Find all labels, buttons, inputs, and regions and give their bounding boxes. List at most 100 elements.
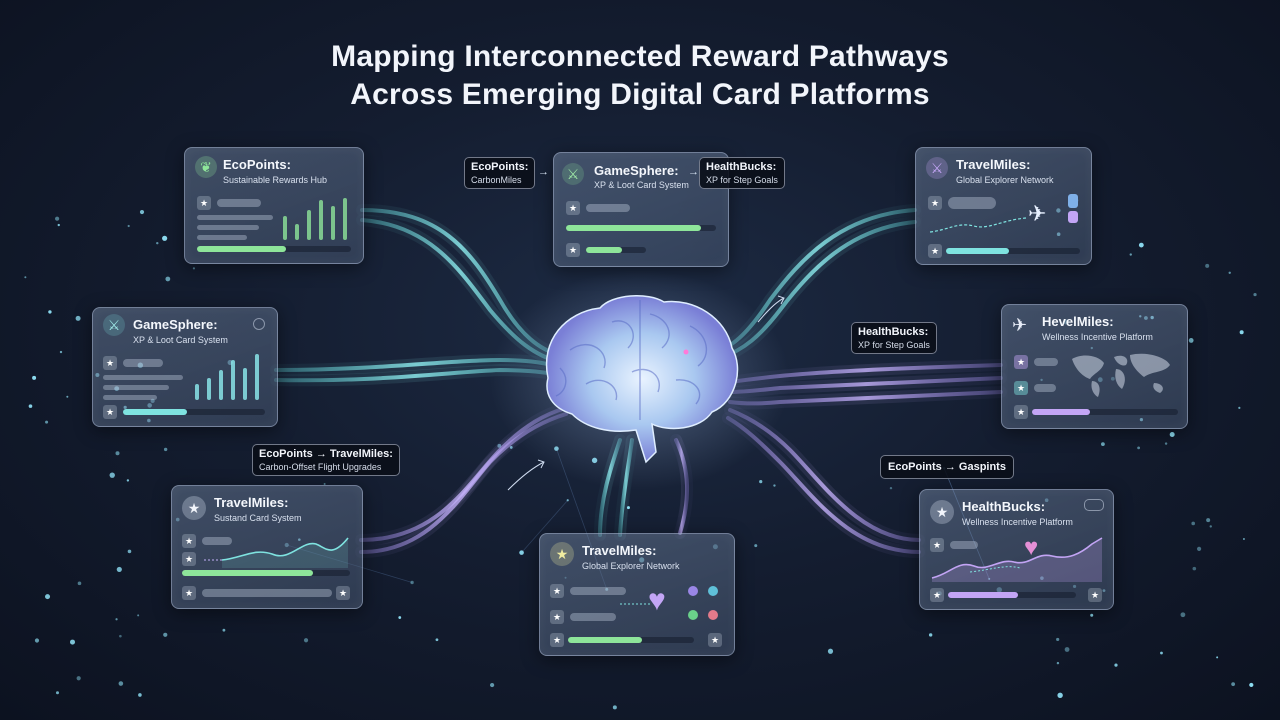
tag-title: EcoPoints:: [471, 161, 529, 173]
placeholder-pill: [570, 613, 616, 621]
card-subtitle: Sustand Card System: [214, 513, 302, 523]
plane-icon: ✈: [1012, 315, 1028, 335]
network-node: [1064, 647, 1070, 652]
heart-icon: ♥: [648, 584, 666, 617]
toggle-icon: [1084, 499, 1104, 511]
network-node: [490, 682, 495, 688]
secondary-bar: [586, 247, 646, 253]
network-node: [566, 499, 569, 502]
star-icon: ★: [550, 584, 564, 598]
star-icon: ★: [1014, 355, 1028, 369]
card-title: HealthBucks:: [962, 499, 1046, 514]
network-node: [1242, 537, 1245, 540]
network-node: [127, 549, 132, 554]
network-node: [45, 594, 51, 600]
network-node: [55, 691, 59, 695]
network-node: [138, 693, 142, 697]
star-icon: ★: [182, 534, 196, 548]
toggle-icon: [1068, 211, 1078, 223]
network-node: [1191, 521, 1196, 526]
star-icon: ★: [336, 586, 350, 600]
star-icon: ★: [930, 500, 954, 524]
arrow-right-icon: →: [538, 166, 549, 178]
tag-healthbucks-top[interactable]: HealthBucks: XP for Step Goals: [699, 157, 785, 189]
tag-ecopoints-gaspints[interactable]: EcoPoints → Gaspints: [880, 455, 1014, 479]
card-healthbucks[interactable]: ★ HealthBucks: Wellness Incentive Platfo…: [919, 489, 1114, 610]
network-node: [109, 472, 115, 478]
network-node: [928, 633, 933, 637]
network-node: [435, 638, 439, 642]
tag-subtitle: XP for Step Goals: [706, 175, 778, 185]
network-node: [127, 224, 130, 228]
card-ecopoints[interactable]: ❦ EcoPoints: Sustainable Rewards Hub ★: [184, 147, 364, 264]
network-node: [1239, 330, 1244, 335]
progress-fill: [123, 409, 187, 415]
star-icon: ★: [566, 243, 580, 257]
progress-bar: [566, 225, 716, 231]
network-node: [137, 614, 140, 617]
mini-bar-chart: [195, 354, 259, 400]
card-title: HevelMiles:: [1042, 314, 1114, 329]
star-icon: ★: [1088, 588, 1102, 602]
network-node: [48, 310, 52, 314]
card-hevelmiles[interactable]: ✈ HevelMiles: Wellness Incentive Platfor…: [1001, 304, 1188, 429]
tag-ecopoints-travelmiles[interactable]: EcoPoints → TravelMiles: Carbon-Offset F…: [252, 444, 400, 476]
star-icon: ★: [182, 552, 196, 566]
network-node: [1188, 338, 1194, 343]
badge-dot: [688, 610, 698, 620]
network-node: [192, 267, 196, 270]
network-node: [1160, 651, 1163, 655]
placeholder-line: [197, 215, 273, 220]
placeholder-pill: [1034, 384, 1056, 392]
network-node: [75, 315, 81, 321]
network-node: [163, 447, 168, 452]
badge-dot: [708, 610, 718, 620]
network-node: [1137, 446, 1141, 450]
network-node: [1216, 656, 1219, 659]
tag-healthbucks-mid[interactable]: HealthBucks: XP for Step Goals: [851, 322, 937, 354]
brain-icon: [545, 295, 739, 464]
network-node: [1164, 442, 1168, 445]
placeholder-pill: [202, 537, 232, 545]
toggle-icon: [1068, 194, 1078, 208]
tag-title: HealthBucks:: [858, 326, 929, 338]
progress-bar: [1032, 409, 1178, 415]
network-node: [1169, 432, 1175, 438]
placeholder-pill: [950, 541, 978, 549]
card-subtitle: XP & Loot Card System: [594, 180, 689, 190]
placeholder-pill: [217, 199, 261, 207]
network-node: [754, 544, 758, 548]
card-travelmiles-top[interactable]: ⚔ TravelMiles: Global Explorer Network ★…: [915, 147, 1092, 265]
placeholder-line: [103, 395, 157, 400]
placeholder-pill: [1034, 358, 1058, 366]
network-node: [398, 616, 402, 619]
network-node: [139, 209, 145, 215]
card-title: GameSphere:: [594, 163, 679, 178]
network-node: [28, 404, 33, 408]
card-gamesphere-left[interactable]: ⚔ GameSphere: XP & Loot Card System ★ ★: [92, 307, 278, 427]
network-node: [1238, 406, 1241, 409]
progress-fill: [566, 225, 701, 231]
progress-fill: [946, 248, 1009, 254]
mini-line-chart: [929, 217, 1027, 233]
star-icon: ★: [1014, 405, 1028, 419]
network-node: [77, 581, 82, 586]
network-node: [1056, 661, 1060, 665]
network-node: [1253, 292, 1257, 297]
card-subtitle: Sustainable Rewards Hub: [223, 175, 328, 185]
card-title: TravelMiles:: [956, 157, 1031, 172]
diagram-title-line-2: Across Emerging Digital Card Platforms: [0, 78, 1280, 112]
progress-bar: [568, 637, 694, 643]
tag-ecopoints-carbonmiles[interactable]: EcoPoints: CarbonMiles: [464, 157, 536, 189]
card-travelmiles-left[interactable]: ★ TravelMiles: Sustand Card System ★ ★ ★…: [171, 485, 363, 609]
card-travelmiles-bottom[interactable]: ★ TravelMiles: Global Explorer Network ★…: [539, 533, 735, 656]
network-node: [519, 550, 524, 555]
star-icon: ★: [566, 201, 580, 215]
network-node: [1192, 566, 1197, 571]
mini-bar-chart: [283, 198, 347, 240]
network-node: [66, 395, 69, 398]
network-node: [162, 235, 168, 241]
tag-subtitle: XP for Step Goals: [858, 340, 930, 350]
card-title: EcoPoints:: [223, 157, 291, 172]
